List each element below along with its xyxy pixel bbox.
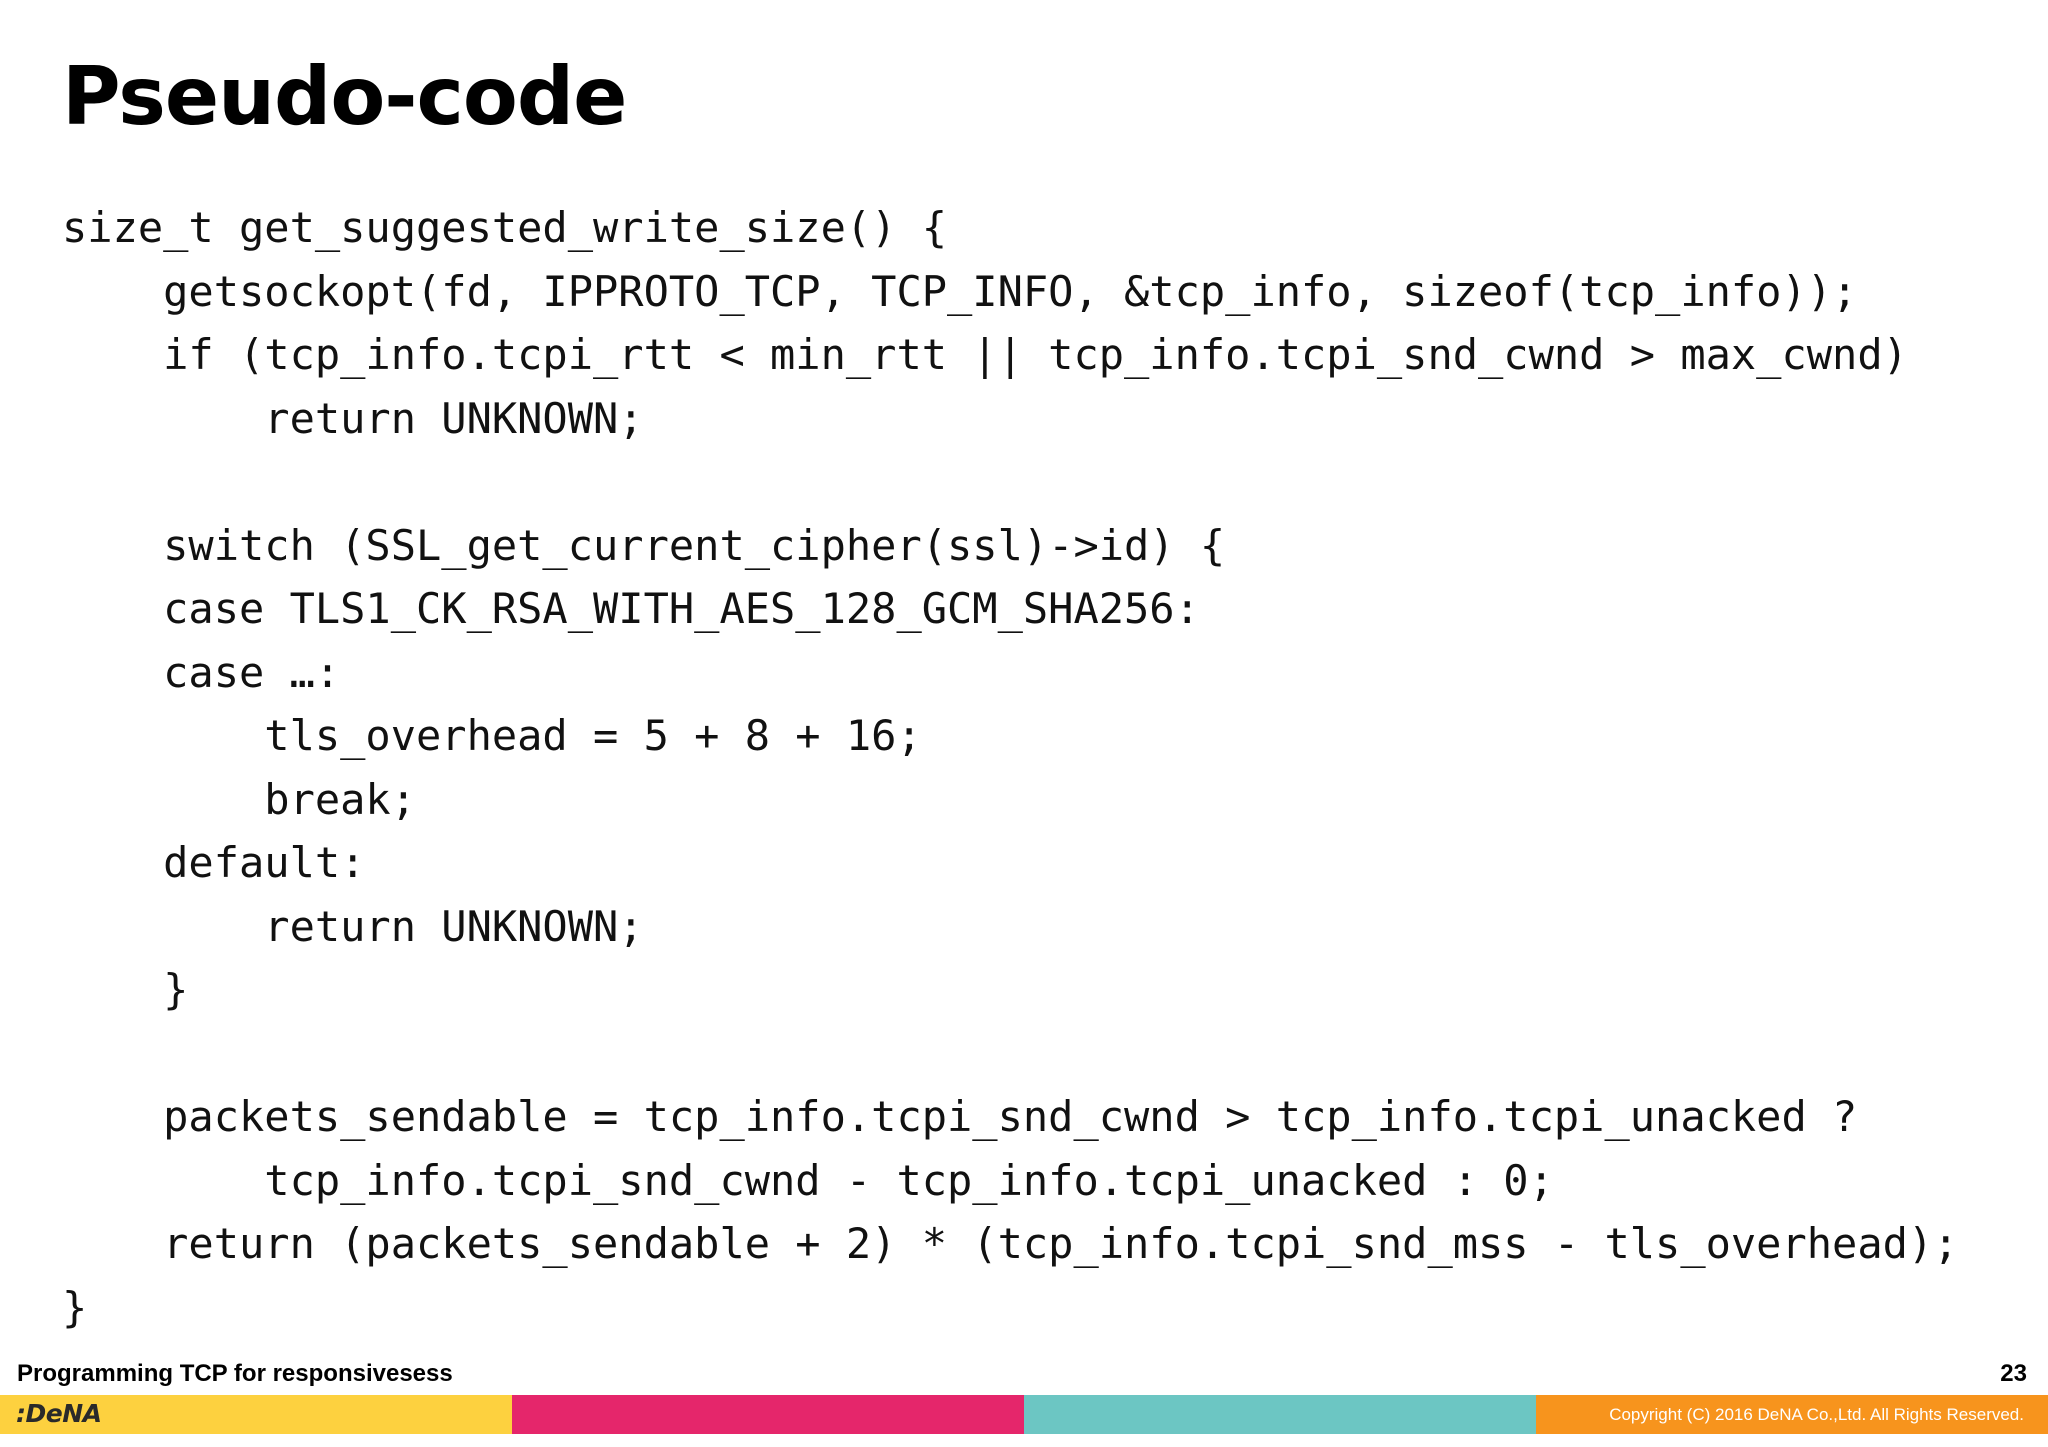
presentation-title: Programming TCP for responsivesess: [17, 1360, 453, 1387]
copyright-notice: Copyright (C) 2016 DeNA Co.,Ltd. All Rig…: [1609, 1405, 2024, 1424]
code-line: getsockopt(fd, IPPROTO_TCP, TCP_INFO, &t…: [62, 266, 1858, 316]
color-bar-orange: Copyright (C) 2016 DeNA Co.,Ltd. All Rig…: [1536, 1395, 2048, 1434]
code-line: [62, 450, 2022, 514]
code-block: size_t get_suggested_write_size() { gets…: [62, 196, 2022, 1339]
code-line: }: [62, 1282, 88, 1332]
color-bar-teal: [1024, 1395, 1536, 1434]
code-line: default:: [62, 838, 366, 887]
footer-color-bar: :DeNA Copyright (C) 2016 DeNA Co.,Ltd. A…: [0, 1395, 2048, 1434]
code-line: if (tcp_info.tcpi_rtt < min_rtt || tcp_i…: [62, 330, 1908, 379]
slide-title: Pseudo-code: [62, 50, 627, 143]
code-line: switch (SSL_get_current_cipher(ssl)->id)…: [62, 520, 1226, 570]
code-line: return UNKNOWN;: [62, 393, 644, 443]
code-line: }: [62, 965, 189, 1014]
code-line: break;: [62, 774, 417, 824]
code-line: packets_sendable = tcp_info.tcpi_snd_cwn…: [62, 1092, 1858, 1141]
code-line: size_t get_suggested_write_size() {: [62, 203, 948, 252]
code-line: case …:: [62, 647, 341, 697]
code-line: case TLS1_CK_RSA_WITH_AES_128_GCM_SHA256…: [62, 584, 1200, 633]
code-line: [62, 1022, 2022, 1086]
color-bar-yellow: :DeNA: [0, 1395, 512, 1434]
code-line: return UNKNOWN;: [62, 901, 644, 951]
code-line: tls_overhead = 5 + 8 + 16;: [62, 711, 922, 760]
color-bar-pink: [512, 1395, 1024, 1434]
dena-logo: :DeNA: [16, 1399, 102, 1428]
page-number: 23: [2000, 1360, 2027, 1387]
code-line: return (packets_sendable + 2) * (tcp_inf…: [62, 1219, 1959, 1268]
code-line: tcp_info.tcpi_snd_cwnd - tcp_info.tcpi_u…: [62, 1155, 1554, 1205]
